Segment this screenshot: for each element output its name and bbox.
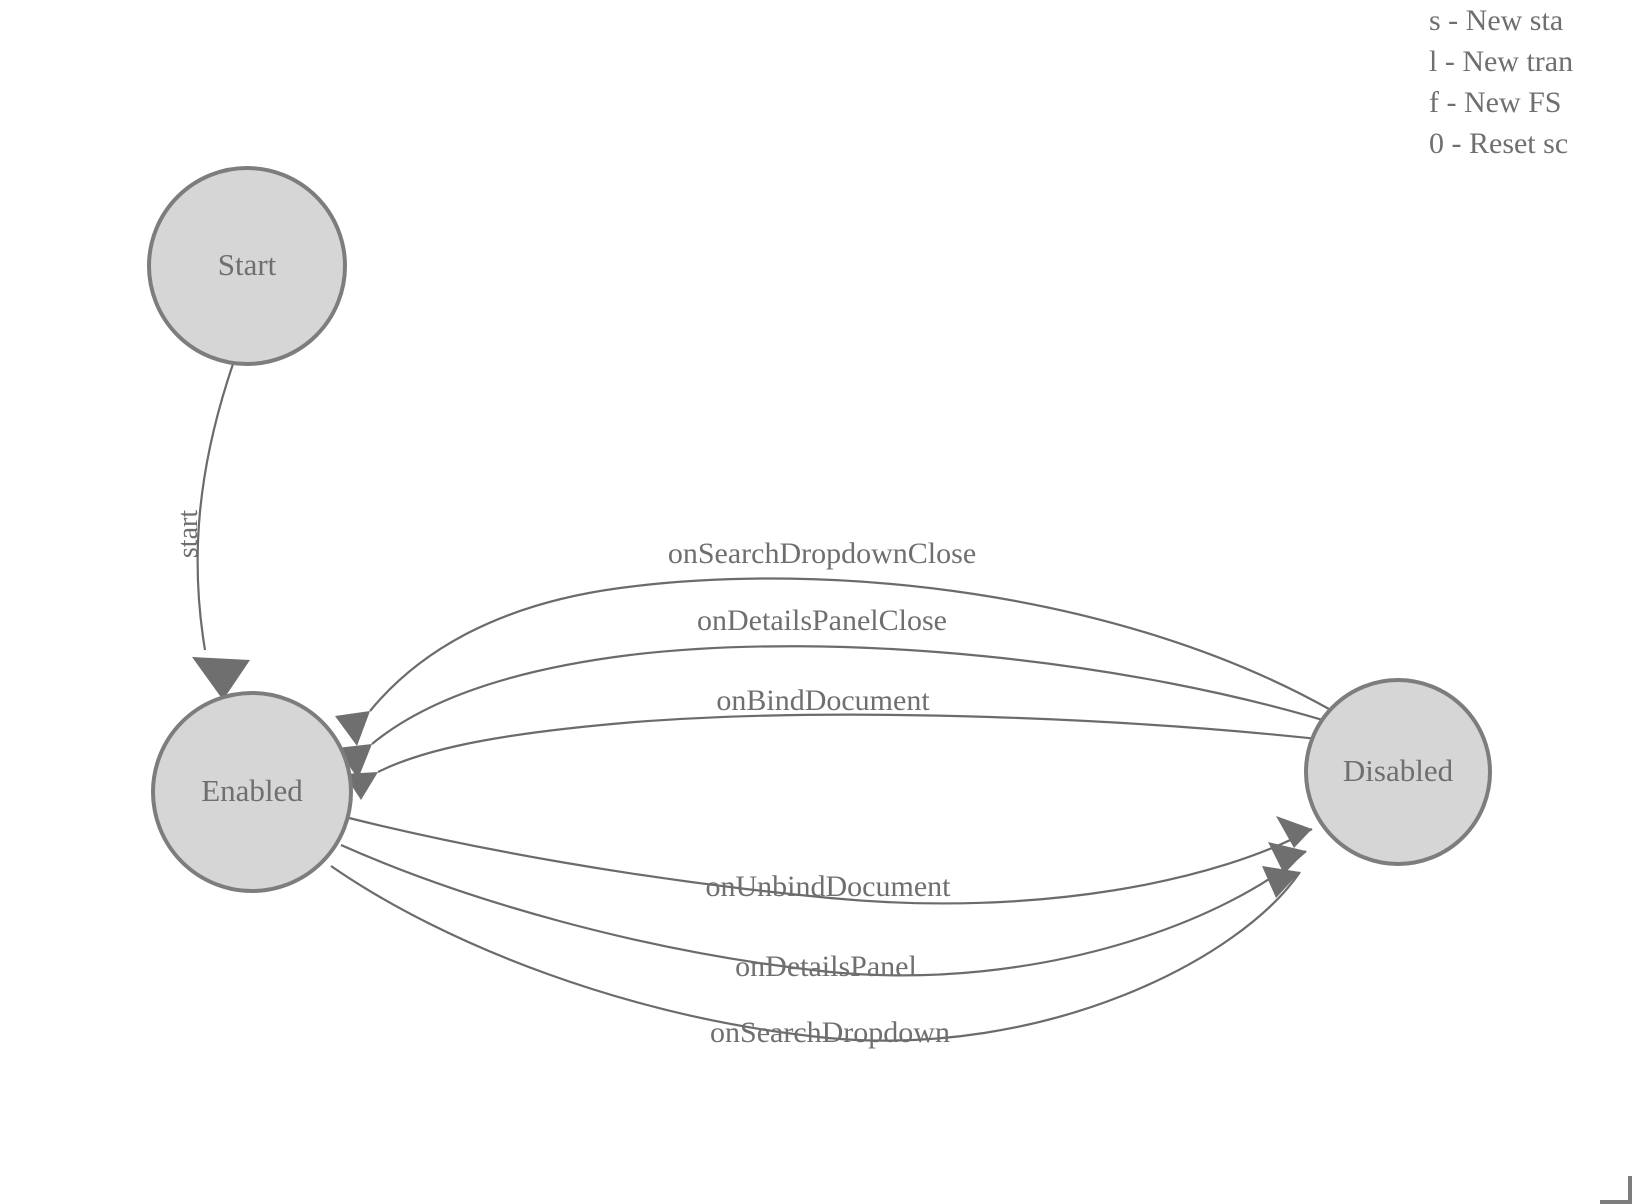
- edge-path-details-panel[interactable]: [340, 843, 1307, 977]
- edge-group-start-to-enabled: [192, 363, 250, 700]
- state-node-disabled[interactable]: Disabled: [1304, 678, 1492, 866]
- edge-label-details-panel-close: onDetailsPanelClose: [697, 604, 947, 637]
- edge-arrowhead-search-dropdown-close: [335, 711, 370, 746]
- edge-label-start: start: [173, 510, 204, 558]
- edge-arrowhead-bind-document: [344, 772, 378, 800]
- edge-label-unbind-document: onUnbindDocument: [706, 870, 952, 903]
- state-circle-start[interactable]: [147, 166, 347, 366]
- state-circle-disabled[interactable]: [1304, 678, 1492, 866]
- edge-arrowhead-details-panel-close: [337, 744, 372, 779]
- edge-path-search-dropdown-close[interactable]: [369, 577, 1330, 712]
- edge-arrowhead-start: [192, 657, 250, 700]
- edge-label-group: start onSearchDropdownClose onDetailsPan…: [173, 510, 976, 1049]
- resize-corner-handle[interactable]: [1600, 1176, 1632, 1204]
- edge-label-bind-document: onBindDocument: [716, 684, 930, 717]
- state-circle-enabled[interactable]: [151, 691, 353, 893]
- edge-arrowhead-search-dropdown: [1262, 866, 1300, 898]
- edge-arrowhead-details-panel: [1268, 842, 1306, 874]
- edge-path-unbind-document[interactable]: [348, 816, 1313, 905]
- edge-path-start[interactable]: [196, 363, 235, 651]
- edge-path-search-dropdown[interactable]: [330, 865, 1301, 1042]
- state-label-enabled: Enabled: [201, 773, 303, 808]
- state-node-enabled[interactable]: Enabled: [151, 691, 353, 893]
- edge-label-details-panel: onDetailsPanel: [735, 950, 917, 983]
- edge-group-disabled-to-enabled: [335, 577, 1346, 800]
- state-label-start: Start: [218, 247, 277, 282]
- state-label-disabled: Disabled: [1343, 753, 1454, 788]
- edge-arrowhead-unbind-document: [1276, 816, 1312, 848]
- edge-path-details-panel-close[interactable]: [371, 645, 1340, 745]
- state-node-start[interactable]: Start: [147, 166, 347, 366]
- edge-path-bind-document[interactable]: [377, 713, 1346, 773]
- edge-label-search-dropdown: onSearchDropdown: [710, 1016, 950, 1049]
- edge-label-search-dropdown-close: onSearchDropdownClose: [668, 537, 976, 570]
- edge-group-enabled-to-disabled: [330, 816, 1313, 1042]
